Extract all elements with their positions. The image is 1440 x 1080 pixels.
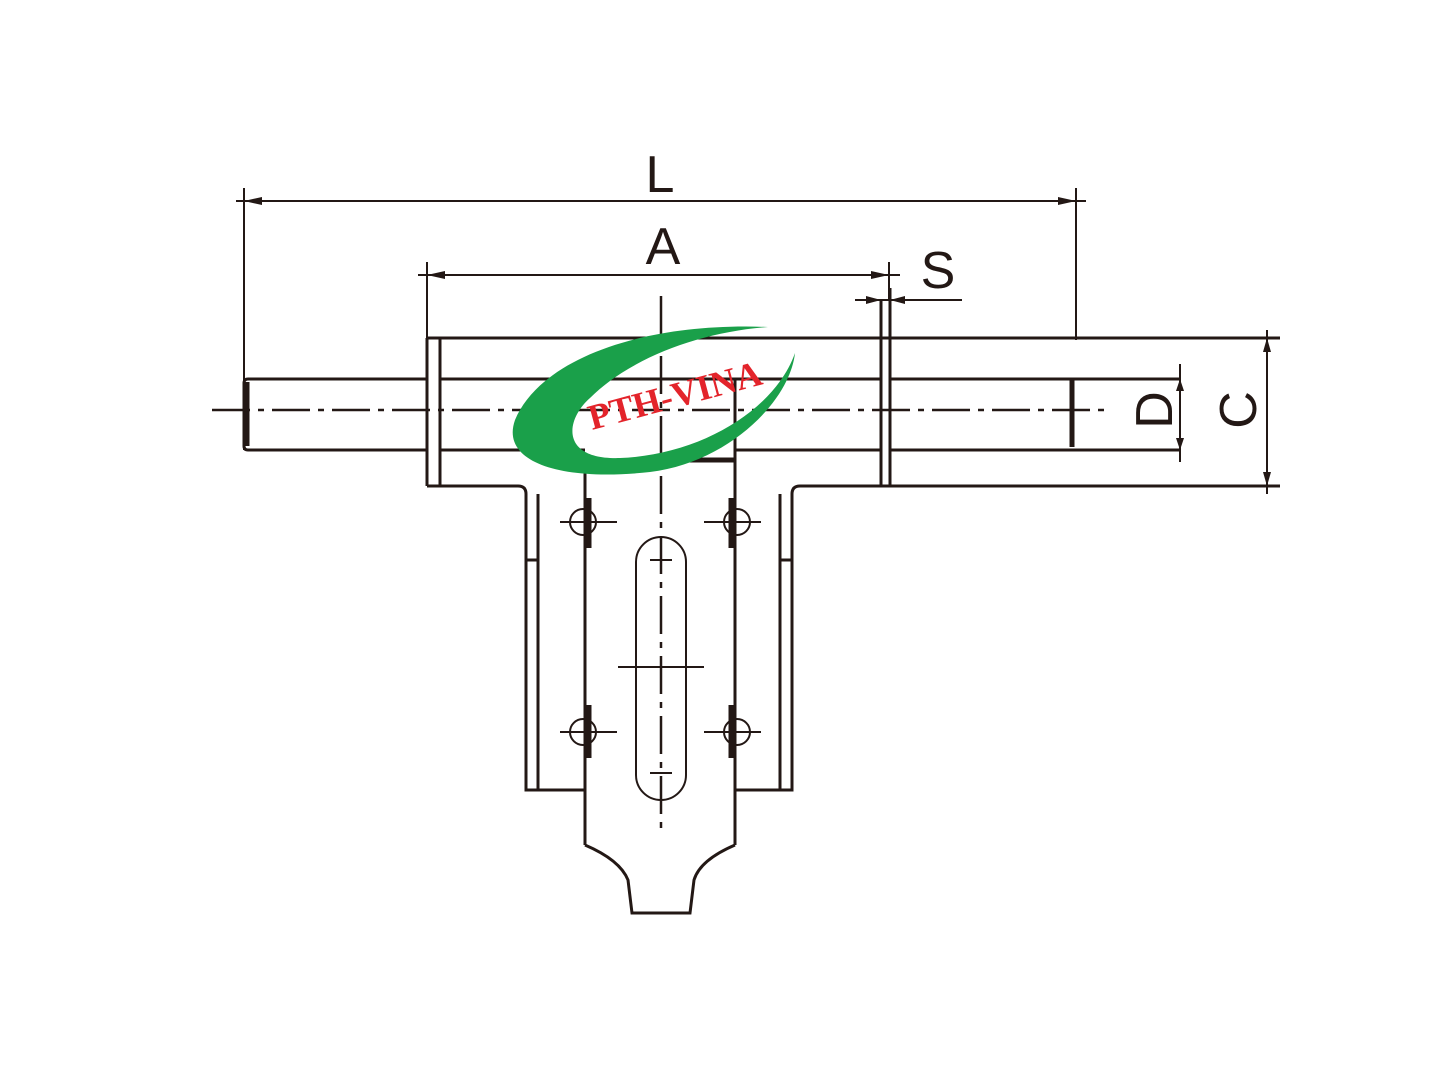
label-C: C <box>1210 391 1268 429</box>
dimension-A: A <box>418 218 900 340</box>
bolt-icon <box>704 498 761 548</box>
bolt-icon <box>560 705 617 758</box>
dimension-D: D <box>1126 364 1184 462</box>
label-L: L <box>646 146 675 204</box>
bolt-icon <box>704 705 761 758</box>
bracket-body <box>425 288 1280 560</box>
bracket-stem <box>524 460 794 915</box>
label-S: S <box>921 242 956 300</box>
label-D: D <box>1126 391 1184 429</box>
dimension-S: S <box>855 242 962 304</box>
logo-swoosh <box>512 326 795 475</box>
dimension-C: C <box>1210 330 1271 494</box>
rod <box>242 377 1180 452</box>
label-A: A <box>646 218 681 276</box>
pth-vina-logo: PTH-VINA <box>512 326 795 475</box>
bolt-icon <box>560 498 617 548</box>
